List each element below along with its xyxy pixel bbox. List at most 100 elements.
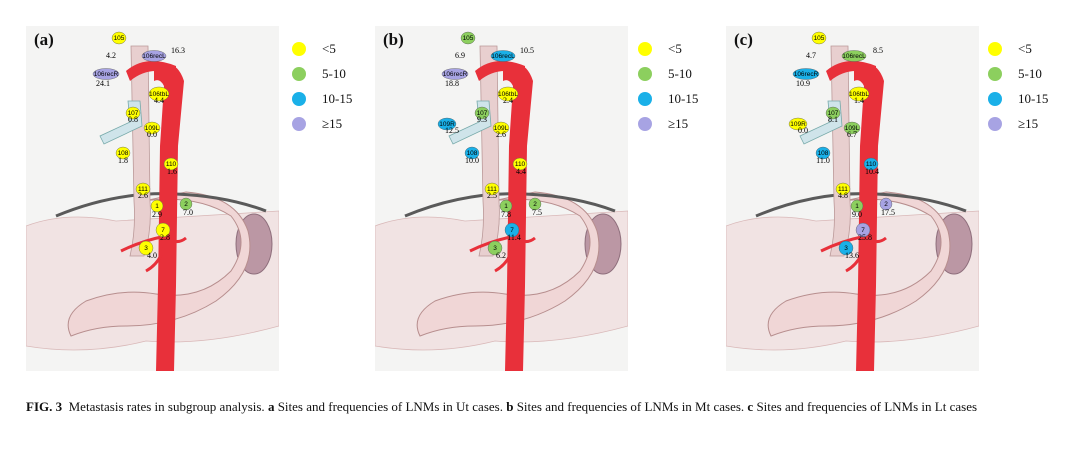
esophagus-shape — [478, 45, 500, 257]
lymph-node-id-label: 111 — [838, 186, 848, 193]
lymph-node-id-label: 110 — [166, 161, 177, 168]
lymph-node-id-label: 109R — [439, 121, 455, 128]
lymph-node-7: 725.8 — [855, 222, 872, 242]
legend-dot-icon — [988, 41, 1002, 56]
legend-dot-icon — [292, 66, 306, 81]
lymph-node-id-label: 1 — [155, 203, 159, 210]
lymph-node-rate-label: 7.5 — [532, 208, 542, 217]
legend-label: ≥15 — [668, 115, 689, 131]
lymph-node-rate-label: 8.1 — [828, 115, 838, 124]
legend-item: 5-10 — [988, 61, 1068, 86]
lymph-node-marker — [441, 68, 469, 80]
lymph-node-marker — [155, 222, 171, 238]
lymph-node-id-label: 108 — [118, 150, 129, 157]
caption-c-text: Sites and frequencies of LNMs in Lt case… — [756, 399, 978, 414]
legend-a: <5 5-10 10-15 ≥15 — [292, 36, 372, 136]
esophagus-shape — [829, 45, 851, 257]
lymph-node-7: 72.8 — [155, 222, 171, 242]
lymph-node-rate-label: 7.8 — [501, 210, 511, 219]
lymph-node-marker — [492, 121, 510, 135]
lymph-node-marker — [504, 222, 520, 238]
lymph-node-id-label: 111 — [138, 186, 148, 193]
lymph-node-marker — [115, 146, 131, 160]
lymph-node-rate-label: 0.8 — [128, 115, 138, 124]
lymph-node-marker — [841, 50, 867, 62]
lymph-node-rate-label: 2.4 — [503, 96, 513, 105]
legend-dot-icon — [292, 116, 306, 131]
legend-dot-icon — [292, 41, 306, 56]
lymph-node-id-label: 7 — [861, 227, 865, 234]
lymph-node-rate-label: 7.0 — [183, 208, 193, 217]
lymph-node-marker — [850, 199, 864, 213]
lymph-node-rate-label: 2.6 — [496, 130, 506, 139]
caption-a-letter: a — [267, 399, 275, 414]
lymph-node-rate-label: 4.4 — [154, 96, 164, 105]
legend-label: ≥15 — [1018, 115, 1039, 131]
lymph-node-1: 19.0 — [850, 199, 864, 219]
aortic-arch-shape — [126, 61, 176, 81]
legend-label: 5-10 — [322, 65, 346, 81]
lymph-node-id-label: 110 — [515, 161, 526, 168]
lymph-node-rate-label: 25.8 — [858, 233, 872, 242]
lymph-node-marker — [92, 68, 120, 80]
lymph-node-rate-label: 10.9 — [796, 79, 810, 88]
lymph-node-id-label: 107 — [828, 110, 839, 117]
aorta-shape — [854, 64, 884, 371]
lymph-node-marker — [437, 117, 457, 131]
aortic-arch-shape — [475, 61, 525, 81]
lymph-node-rate-label: 2.9 — [152, 210, 162, 219]
lymph-node-id-label: 107 — [477, 110, 488, 117]
lymph-node-rate-label: 4.8 — [838, 191, 848, 200]
lymph-node-rate-label: 10.4 — [865, 167, 879, 176]
legend-dot-icon — [292, 91, 306, 106]
lymph-node-rate-label: 6.9 — [455, 51, 465, 60]
lymph-node-rate-label: 10.0 — [465, 156, 479, 165]
legend-label: 10-15 — [1018, 90, 1049, 106]
lymph-node-marker — [143, 121, 161, 135]
lymph-node-rate-label: 18.8 — [445, 79, 459, 88]
lymph-node-rate-label: 0.0 — [798, 126, 808, 135]
lymph-node-rate-label: 0.0 — [147, 130, 157, 139]
lymph-node-marker — [125, 106, 141, 120]
caption-intro: Metastasis rates in subgroup analysis. — [68, 399, 265, 414]
lymph-node-id-label: 106tbL — [498, 91, 518, 98]
legend-label: <5 — [668, 40, 682, 56]
lymph-node-marker — [855, 222, 871, 238]
caption-b-text: Sites and frequencies of LNMs in Mt case… — [516, 399, 745, 414]
lymph-node-id-label: 108 — [818, 150, 829, 157]
legend-item: ≥15 — [988, 111, 1068, 136]
legend-dot-icon — [988, 66, 1002, 81]
lymph-node-rate-label: 24.1 — [96, 79, 110, 88]
legend-label: 10-15 — [322, 90, 353, 106]
lymph-node-marker — [879, 197, 893, 211]
legend-item: 10-15 — [638, 86, 718, 111]
lymph-node-marker — [843, 121, 861, 135]
lymph-node-2: 27.5 — [528, 197, 542, 217]
caption-fig-label: FIG. 3 — [26, 399, 63, 414]
lymph-node-marker — [163, 157, 179, 171]
lymph-node-id-label: 3 — [144, 245, 148, 252]
legend-item: 10-15 — [988, 86, 1068, 111]
lymph-node-marker — [474, 106, 490, 120]
lymph-node-rate-label: 13.6 — [845, 251, 859, 260]
legend-item: 5-10 — [292, 61, 372, 86]
lymph-node-rate-label: 1.4 — [854, 96, 864, 105]
